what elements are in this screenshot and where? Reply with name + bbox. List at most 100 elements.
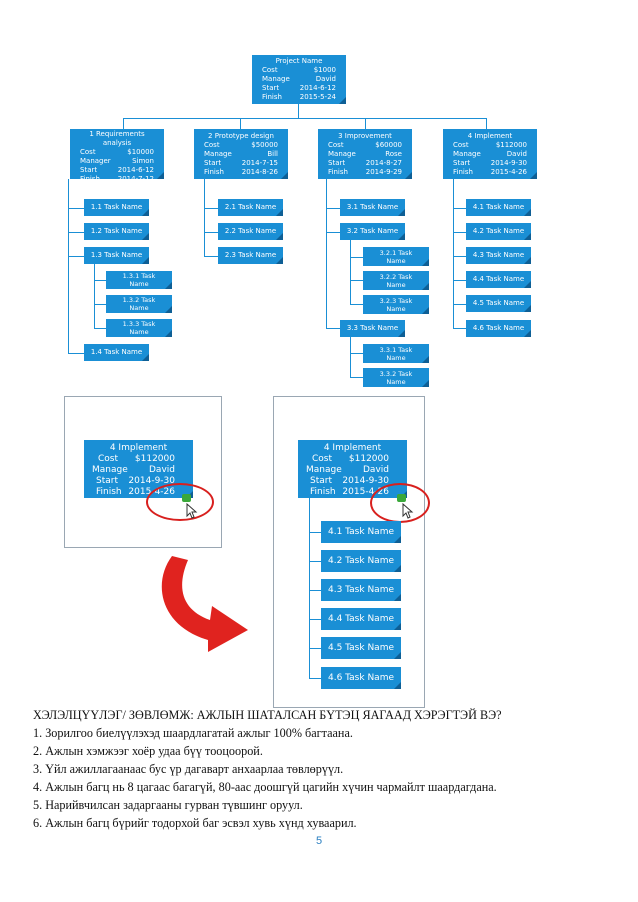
list-item: 4. Ажлын багц нь 8 цагаас багагүй, 80-аа… <box>33 780 497 794</box>
cost-value: $10000 <box>127 148 154 156</box>
task-node[interactable]: 3.3.2 Task Name <box>363 368 429 387</box>
task-node[interactable]: 4.6 Task Name <box>321 667 401 689</box>
start-value: 2014-6-12 <box>299 84 336 92</box>
arrow-icon <box>161 556 248 652</box>
start-label: Start <box>96 476 118 486</box>
connector <box>309 590 321 591</box>
discussion-text: ХЭЛЭЛЦҮҮЛЭГ/ ЗӨВЛӨМЖ: АЖЛЫН ШАТАЛСАН БҮТ… <box>33 706 613 832</box>
task-node[interactable]: 1.3.2 Task Name <box>106 295 172 313</box>
connector <box>309 561 321 562</box>
task-node[interactable]: 4.2 Task Name <box>466 223 531 240</box>
connector <box>309 648 321 649</box>
connector <box>94 280 106 281</box>
manager-value: David <box>149 465 175 475</box>
connector <box>68 208 84 209</box>
task-node[interactable]: 1.3.1 Task Name <box>106 271 172 289</box>
connector <box>68 232 84 233</box>
connector <box>453 280 466 281</box>
connector <box>309 678 321 679</box>
finish-label: Finish <box>262 93 282 101</box>
start-value: 2014-9-30 <box>490 159 527 167</box>
manager-label: Manage <box>204 150 232 158</box>
connector <box>453 328 466 329</box>
task-node[interactable]: 3.2.3 Task Name <box>363 295 429 314</box>
start-value: 2014-8-27 <box>365 159 402 167</box>
finish-value: 2014-7-12 <box>117 175 154 183</box>
finish-value: 2015-4-26 <box>342 487 389 497</box>
task-node[interactable]: 2.2 Task Name <box>218 223 283 240</box>
task-node[interactable]: 4.1 Task Name <box>466 199 531 216</box>
manager-value: Simon <box>132 157 154 165</box>
finish-label: Finish <box>80 175 100 183</box>
connector <box>309 619 321 620</box>
cursor-icon <box>186 503 198 519</box>
connector <box>350 337 351 377</box>
connector <box>350 304 363 305</box>
cost-value: $112000 <box>495 141 527 149</box>
connector <box>204 179 205 256</box>
connector <box>123 118 124 129</box>
task-node[interactable]: 4.6 Task Name <box>466 320 531 337</box>
connector <box>204 232 218 233</box>
connector <box>240 118 241 129</box>
task-node[interactable]: 4.1 Task Name <box>321 521 401 543</box>
list-item: 1. Зорилгоо биелүүлэхэд шаардлагатай ажл… <box>33 726 353 740</box>
start-value: 2014-7-15 <box>241 159 278 167</box>
list-item: 3. Үйл ажиллагаанаас бус үр дагаварт анх… <box>33 762 344 776</box>
question-heading: ХЭЛЭЛЦҮҮЛЭГ/ ЗӨВЛӨМЖ: АЖЛЫН ШАТАЛСАН БҮТ… <box>33 708 502 722</box>
task-node[interactable]: 4.3 Task Name <box>321 579 401 601</box>
manager-label: Manage <box>262 75 290 83</box>
task-node[interactable]: 1.3.3 Task Name <box>106 319 172 337</box>
manager-value: David <box>506 150 527 158</box>
node-title: 3 Improvement <box>338 132 392 140</box>
node-title: Project Name <box>275 57 323 65</box>
phase-node-1[interactable]: 1 Requirements analysis Cost$10000 Manag… <box>70 129 164 183</box>
list-item: 6. Ажлын багц бүрийг тодорхой баг эсвэл … <box>33 816 357 830</box>
connector <box>68 353 84 354</box>
task-node[interactable]: 4.5 Task Name <box>466 295 531 312</box>
connector <box>453 208 466 209</box>
cost-label: Cost <box>328 141 344 149</box>
task-node[interactable]: 1.2 Task Name <box>84 223 149 240</box>
cost-label: Cost <box>98 454 119 464</box>
task-node[interactable]: 1.3 Task Name <box>84 247 149 264</box>
task-node[interactable]: 2.1 Task Name <box>218 199 283 216</box>
cost-label: Cost <box>453 141 469 149</box>
task-node[interactable]: 3.2.1 Task Name <box>363 247 429 266</box>
connector <box>68 179 69 353</box>
task-node[interactable]: 4.3 Task Name <box>466 247 531 264</box>
finish-value: 2014-8-26 <box>241 168 278 176</box>
start-label: Start <box>453 159 471 167</box>
task-node[interactable]: 1.4 Task Name <box>84 344 149 361</box>
task-node[interactable]: 3.2 Task Name <box>340 223 405 240</box>
connector <box>326 328 340 329</box>
task-node[interactable]: 4.5 Task Name <box>321 637 401 659</box>
task-node[interactable]: 3.3 Task Name <box>340 320 405 337</box>
node-title: 2 Prototype design <box>208 132 274 140</box>
connector <box>453 232 466 233</box>
connector <box>309 532 321 533</box>
task-node[interactable]: 3.3.1 Task Name <box>363 344 429 363</box>
task-node[interactable]: 3.2.2 Task Name <box>363 271 429 290</box>
cost-value: $60000 <box>375 141 402 149</box>
start-value: 2014-9-30 <box>342 476 389 486</box>
connector <box>453 304 466 305</box>
cost-label: Cost <box>262 66 278 74</box>
task-node[interactable]: 4.4 Task Name <box>321 608 401 630</box>
task-node[interactable]: 2.3 Task Name <box>218 247 283 264</box>
task-node[interactable]: 4.2 Task Name <box>321 550 401 572</box>
node-title: 4 Implement <box>467 132 513 140</box>
task-node[interactable]: 1.1 Task Name <box>84 199 149 216</box>
connector <box>350 353 363 354</box>
start-label: Start <box>80 166 98 174</box>
finish-label: Finish <box>453 168 473 176</box>
task-node[interactable]: 3.1 Task Name <box>340 199 405 216</box>
cost-value: $112000 <box>348 454 389 464</box>
highlight-circle <box>370 483 430 523</box>
task-node[interactable]: 4.4 Task Name <box>466 271 531 288</box>
start-label: Start <box>204 159 222 167</box>
